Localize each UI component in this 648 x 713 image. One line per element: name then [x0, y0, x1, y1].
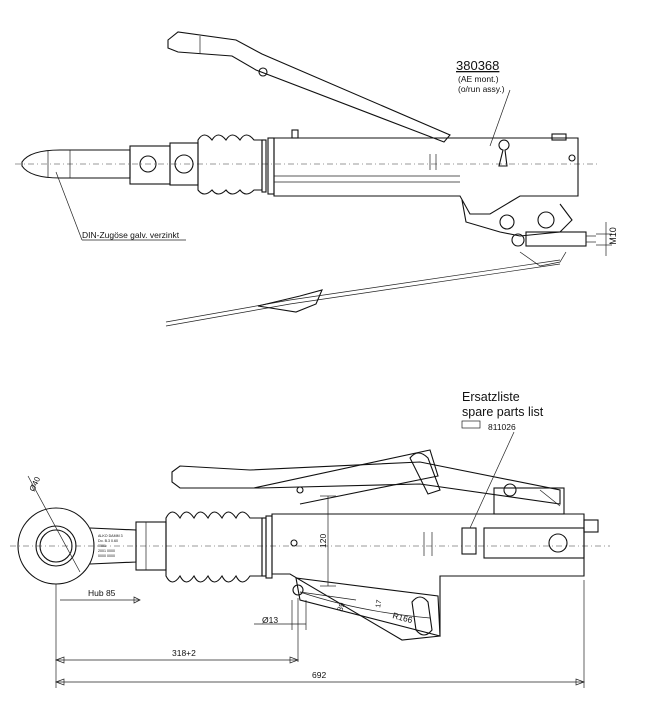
coupler-housing — [273, 137, 579, 215]
plate-line: 0001 — [98, 544, 106, 548]
eye-leader — [55, 171, 83, 241]
nut-bottom — [548, 533, 568, 553]
spare-parts-number: 811026 — [488, 422, 516, 432]
eye-diameter-dim: Ø40 — [28, 475, 43, 493]
bellows-top — [197, 134, 263, 195]
assembly-note-en: (o/run assy.) — [458, 84, 505, 94]
spare-parts-label-de: Ersatzliste — [462, 390, 520, 404]
dim-318: 318+2 — [172, 648, 196, 658]
breakaway-cable — [165, 259, 561, 323]
dim-89: 89 — [335, 601, 347, 613]
handbrake-lever — [167, 31, 451, 143]
type-plate: ALKO DAMM 3 Do. B.3 0.60 0001 2001 0000 … — [98, 534, 123, 558]
m10-dimension: M10 — [608, 227, 618, 245]
cable-clip — [257, 289, 323, 313]
plate-line: 0000 0000 — [98, 554, 115, 558]
drawbar-eye-bottom — [17, 507, 95, 585]
coupler-housing-bottom — [271, 513, 585, 641]
eye-label: DIN-Zugöse galv. verzinkt — [82, 230, 180, 240]
hole-dia-dim: Ø13 — [262, 615, 278, 625]
lever-pivot — [258, 67, 268, 77]
plate-line: 2001 0000 — [98, 549, 115, 553]
spare-parts-label-en: spare parts list — [462, 405, 544, 419]
handbrake-lever-bottom — [171, 461, 561, 505]
radius-dim: R166 — [391, 610, 413, 625]
rod-m10 — [525, 231, 587, 247]
spare-parts-plate — [461, 527, 477, 555]
coupling-head — [129, 145, 171, 185]
nut-hex — [499, 214, 515, 230]
assembly-note-de: (AE mont.) — [458, 74, 499, 84]
bottom-view-assembly — [10, 420, 610, 688]
plate-line: ALKO DAMM 3 — [98, 534, 123, 538]
top-view-assembly — [15, 31, 612, 327]
part-number-label: 380368 — [456, 58, 499, 73]
dim-692: 692 — [312, 670, 326, 680]
dim-17: 17 — [375, 599, 383, 608]
plate-line: Do. B.3 0.60 — [98, 539, 118, 543]
stroke-dim: Hub 85 — [88, 588, 116, 598]
bellows-bottom — [165, 511, 263, 583]
keyhole-slot — [498, 139, 510, 167]
height-120-dim: 120 — [318, 534, 328, 548]
